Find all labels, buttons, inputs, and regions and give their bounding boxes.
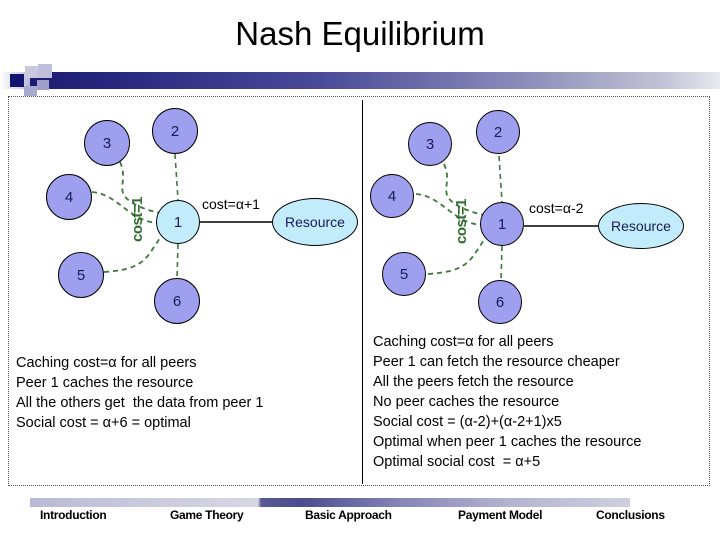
- content-frame: [8, 96, 710, 486]
- node-label: 2: [493, 123, 503, 141]
- header-square-light-2: [38, 64, 52, 78]
- header-square-light-1: [25, 66, 38, 78]
- edge-cost-label: cost=α+1: [202, 196, 260, 212]
- node-label: 3: [425, 135, 435, 153]
- node-label: 1: [173, 213, 183, 231]
- node-peer-6[interactable]: 6: [154, 278, 200, 324]
- resource-label: Resource: [611, 218, 671, 234]
- peer-cost-label: cost=1: [129, 197, 146, 242]
- node-peer-4[interactable]: 4: [46, 174, 92, 220]
- diagram-panel-right: 1 3 2 4 5 6 Resource cost=α-2 cost=1: [366, 100, 710, 340]
- node-peer-1[interactable]: 1: [480, 202, 524, 246]
- node-peer-4[interactable]: 4: [370, 174, 414, 218]
- node-label: 4: [387, 187, 397, 205]
- node-peer-3[interactable]: 3: [84, 120, 130, 166]
- footer-nav: Introduction Game Theory Basic Approach …: [0, 508, 720, 532]
- header-square-light-4: [37, 80, 49, 90]
- node-label: 4: [64, 188, 74, 206]
- node-peer-2[interactable]: 2: [152, 108, 198, 154]
- resource-node[interactable]: Resource: [598, 203, 684, 249]
- node-peer-2[interactable]: 2: [476, 110, 520, 154]
- footer-item-payment-model[interactable]: Payment Model: [458, 508, 543, 522]
- footer-progress-bar: [30, 498, 630, 507]
- header-band: [28, 72, 720, 89]
- footer-item-basic-approach[interactable]: Basic Approach: [305, 508, 392, 522]
- diagram-panel-left: 1 3 2 4 5 6 Resource cost=α+1 cost=1: [12, 100, 362, 340]
- node-label: 5: [76, 266, 86, 284]
- node-label: 3: [102, 134, 112, 152]
- peer-cost-label: cost=1: [453, 199, 470, 244]
- explanation-right: Caching cost=α for all peers Peer 1 can …: [373, 334, 642, 470]
- node-label: 2: [170, 122, 180, 140]
- node-peer-5[interactable]: 5: [382, 252, 426, 296]
- node-label: 1: [497, 215, 507, 233]
- node-peer-5[interactable]: 5: [58, 252, 104, 298]
- edge-cost-label: cost=α-2: [529, 200, 584, 216]
- panel-divider: [362, 100, 363, 484]
- node-peer-3[interactable]: 3: [408, 122, 452, 166]
- resource-node[interactable]: Resource: [272, 198, 358, 246]
- node-peer-6[interactable]: 6: [478, 280, 522, 324]
- page-title: Nash Equilibrium: [235, 15, 485, 52]
- footer-item-introduction[interactable]: Introduction: [40, 508, 107, 522]
- header-square-dark: [10, 74, 24, 87]
- footer-item-game-theory[interactable]: Game Theory: [170, 508, 244, 522]
- resource-label: Resource: [285, 214, 345, 230]
- explanation-left: Caching cost=α for all peers Peer 1 cach…: [16, 355, 264, 431]
- footer-item-conclusions[interactable]: Conclusions: [596, 508, 665, 522]
- node-label: 5: [399, 265, 409, 283]
- node-label: 6: [172, 292, 182, 310]
- node-label: 6: [495, 293, 505, 311]
- header-square-light-3: [24, 86, 37, 97]
- node-peer-1[interactable]: 1: [156, 200, 200, 244]
